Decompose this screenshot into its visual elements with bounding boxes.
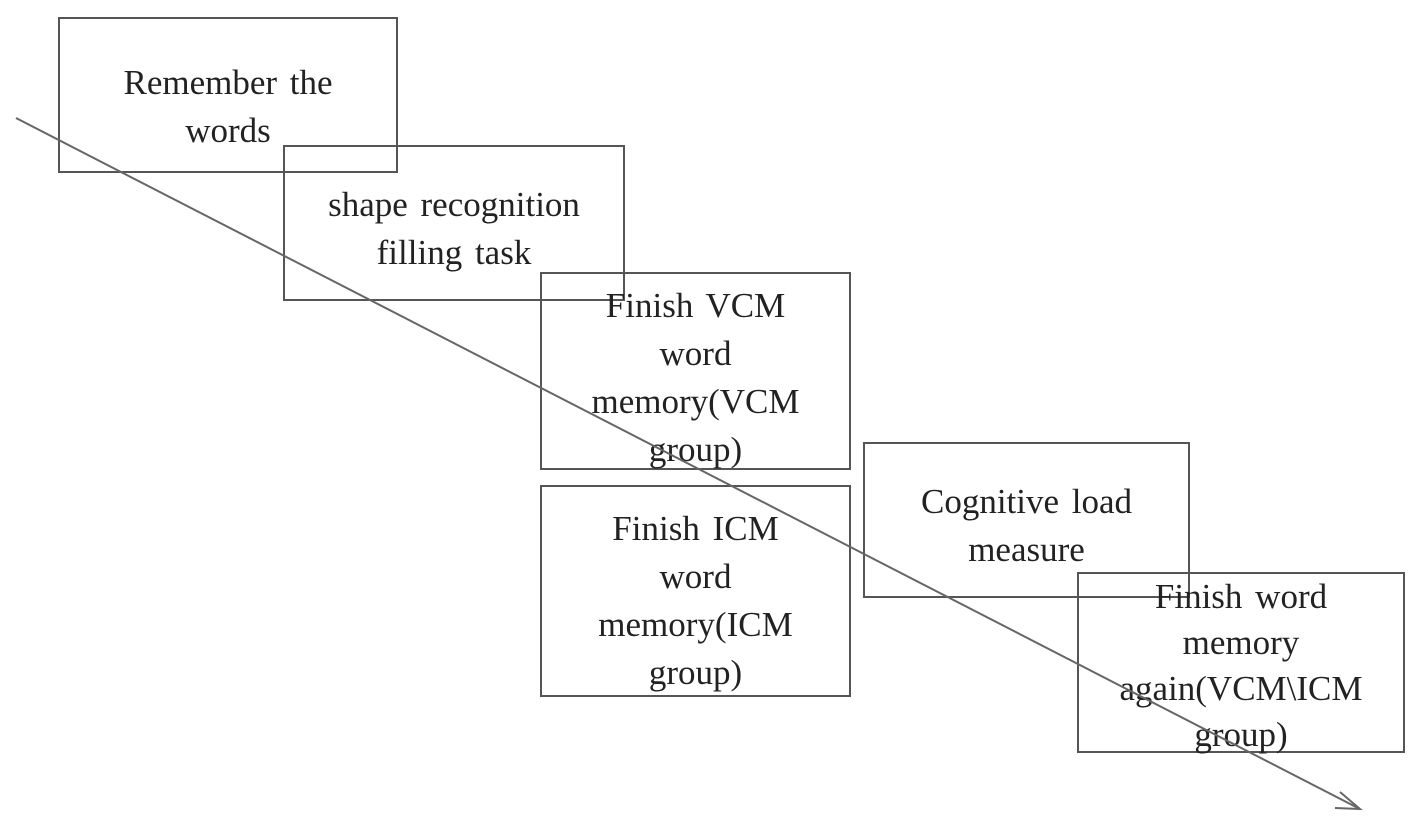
step-box-word-memory-again: Finish word memory again(VCM\ICM group) bbox=[1077, 572, 1405, 754]
step-box-vcm-word-memory: Finish VCM word memory(VCM group) bbox=[540, 272, 851, 470]
step-box-icm-word-memory: Finish ICM word memory(ICM group) bbox=[540, 485, 851, 697]
step-label-remember-words: Remember the words bbox=[123, 63, 333, 150]
step-label-icm-word-memory: Finish ICM word memory(ICM group) bbox=[598, 509, 793, 692]
step-label-cognitive-load: Cognitive load measure bbox=[920, 482, 1133, 569]
step-label-word-memory-again: Finish word memory again(VCM\ICM group) bbox=[1119, 577, 1363, 754]
step-label-vcm-word-memory: Finish VCM word memory(VCM group) bbox=[591, 286, 800, 469]
step-label-shape-recognition: shape recognition filling task bbox=[328, 185, 580, 272]
timeline-arrow-head-icon bbox=[1334, 791, 1363, 811]
